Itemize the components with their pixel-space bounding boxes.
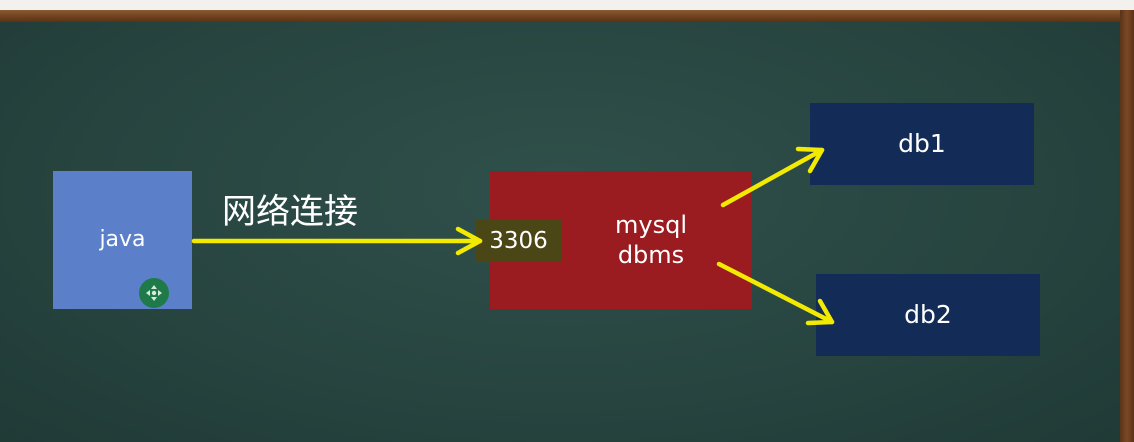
java-label: java — [99, 227, 146, 253]
network-connection-label: 网络连接 — [222, 192, 358, 232]
move-cursor-glyph — [146, 285, 162, 301]
move-cursor-icon — [139, 278, 169, 308]
frame-right — [1120, 10, 1134, 442]
port-badge: 3306 — [476, 220, 561, 262]
mysql-label: mysql — [615, 211, 687, 239]
java-node: java — [53, 171, 192, 309]
db2-node: db2 — [816, 274, 1040, 356]
port-label: 3306 — [489, 228, 548, 254]
frame-top — [0, 10, 1134, 22]
db1-node: db1 — [810, 103, 1034, 185]
db2-label: db2 — [904, 300, 952, 330]
db1-label: db1 — [898, 129, 946, 159]
dbms-label: dbms — [617, 241, 685, 269]
